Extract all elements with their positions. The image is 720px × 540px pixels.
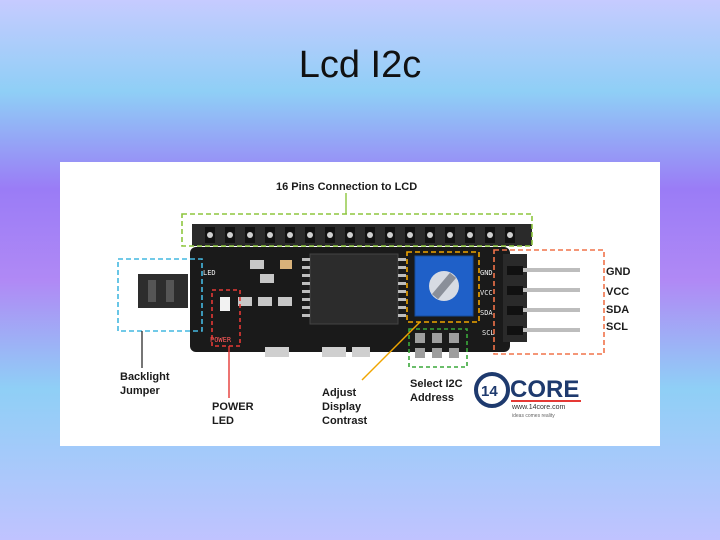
label-power-2: LED bbox=[212, 415, 234, 427]
silk-led: LED bbox=[203, 269, 216, 277]
diagram-svg: LED POWER GND VCC SDA SCL 16 Pins Connec… bbox=[117, 181, 631, 427]
header-pin bbox=[427, 232, 433, 238]
chip-leg bbox=[302, 314, 310, 317]
chip-leg bbox=[302, 306, 310, 309]
side-pin-leads bbox=[507, 266, 580, 335]
smd-component bbox=[352, 347, 370, 357]
chip-leg bbox=[398, 266, 406, 269]
side-pin-socket bbox=[507, 266, 523, 275]
header-pin bbox=[447, 232, 453, 238]
header-pin bbox=[367, 232, 373, 238]
pin-label-scl: SCL bbox=[606, 321, 628, 333]
silk-power: POWER bbox=[210, 336, 232, 344]
pin-label-gnd: GND bbox=[606, 266, 631, 278]
address-pad bbox=[415, 348, 425, 358]
header-pin bbox=[487, 232, 493, 238]
chip-leg bbox=[302, 266, 310, 269]
header-pin bbox=[247, 232, 253, 238]
chip-leg bbox=[302, 298, 310, 301]
smd-component bbox=[322, 347, 346, 357]
chip-leg bbox=[398, 274, 406, 277]
smd-capacitor bbox=[280, 260, 292, 269]
pot-annotation-box bbox=[406, 251, 480, 323]
logo-tagline: ideas comes reality bbox=[512, 413, 555, 419]
backlight-jumper bbox=[138, 274, 188, 308]
pin-header-16 bbox=[192, 224, 532, 246]
smd-component bbox=[278, 297, 292, 306]
jumper-annotation-box bbox=[117, 258, 203, 332]
header-pin bbox=[287, 232, 293, 238]
header-pin bbox=[207, 232, 213, 238]
address-pad bbox=[432, 333, 442, 343]
logo-ring bbox=[474, 372, 510, 408]
address-pad bbox=[449, 348, 459, 358]
header-pin bbox=[467, 232, 473, 238]
smd-component bbox=[260, 274, 274, 283]
side-pin-socket bbox=[507, 306, 523, 315]
14core-logo: 14 CORE www.14core.com ideas comes reali… bbox=[474, 372, 581, 419]
chip-leg bbox=[398, 314, 406, 317]
label-backlight-2: Jumper bbox=[120, 385, 160, 397]
driver-chip bbox=[309, 253, 399, 325]
label-adjust-2: Display bbox=[322, 401, 362, 413]
chip-leg bbox=[398, 298, 406, 301]
logo-underline bbox=[511, 400, 581, 402]
logo-number: 14 bbox=[481, 383, 498, 400]
potentiometer-slot bbox=[431, 272, 457, 300]
silk-sda: SDA bbox=[480, 309, 493, 317]
header-pin bbox=[347, 232, 353, 238]
header-pin bbox=[507, 232, 513, 238]
label-adjust-1: Adjust bbox=[322, 387, 357, 399]
header-pin bbox=[387, 232, 393, 238]
pin-label-sda: SDA bbox=[606, 304, 629, 316]
pot-leader bbox=[361, 321, 421, 381]
chip-leg bbox=[398, 258, 406, 261]
smd-component bbox=[238, 297, 252, 306]
chip-leg bbox=[302, 258, 310, 261]
address-jumper-pins bbox=[415, 333, 459, 358]
silk-vcc: VCC bbox=[480, 289, 493, 297]
side-pin-socket bbox=[507, 286, 523, 295]
label-select-1: Select I2C bbox=[410, 378, 463, 390]
label-power-1: POWER bbox=[212, 401, 254, 413]
pin-label-vcc: VCC bbox=[606, 286, 629, 298]
label-16-pins: 16 Pins Connection to LCD bbox=[276, 181, 417, 193]
address-annotation-box bbox=[408, 328, 468, 368]
power-led bbox=[220, 297, 230, 311]
logo-word: CORE bbox=[510, 376, 579, 403]
smd-component bbox=[265, 347, 289, 357]
chip-leg bbox=[398, 306, 406, 309]
logo-url: www.14core.com bbox=[511, 404, 565, 411]
smd-component bbox=[258, 297, 272, 306]
pinout-annotation-box bbox=[493, 249, 605, 355]
pin-header-pins bbox=[205, 227, 515, 243]
side-pin-socket bbox=[507, 326, 523, 335]
header-pin bbox=[267, 232, 273, 238]
jumper-pin bbox=[148, 280, 156, 302]
label-backlight-1: Backlight bbox=[120, 371, 170, 383]
silk-scl: SCL bbox=[482, 329, 495, 337]
chip-leg bbox=[398, 282, 406, 285]
label-select-2: Address bbox=[410, 392, 454, 404]
power-annotation-box bbox=[211, 289, 241, 347]
header-pin bbox=[227, 232, 233, 238]
slide-title: Lcd I2c bbox=[298, 44, 422, 86]
jumper-pin bbox=[166, 280, 174, 302]
chip-leg bbox=[302, 274, 310, 277]
address-pad bbox=[415, 333, 425, 343]
header-pin bbox=[407, 232, 413, 238]
silk-gnd: GND bbox=[480, 269, 493, 277]
address-pad bbox=[449, 333, 459, 343]
lcd-i2c-diagram: LED POWER GND VCC SDA SCL 16 Pins Connec… bbox=[60, 162, 660, 446]
smd-component bbox=[250, 260, 264, 269]
chip-legs bbox=[302, 258, 406, 317]
chip-leg bbox=[398, 290, 406, 293]
header-pin bbox=[307, 232, 313, 238]
label-adjust-3: Contrast bbox=[322, 415, 368, 427]
pins-annotation-box bbox=[181, 213, 533, 247]
chip-leg bbox=[302, 282, 310, 285]
chip-leg bbox=[302, 290, 310, 293]
address-pad bbox=[432, 348, 442, 358]
header-pin bbox=[327, 232, 333, 238]
